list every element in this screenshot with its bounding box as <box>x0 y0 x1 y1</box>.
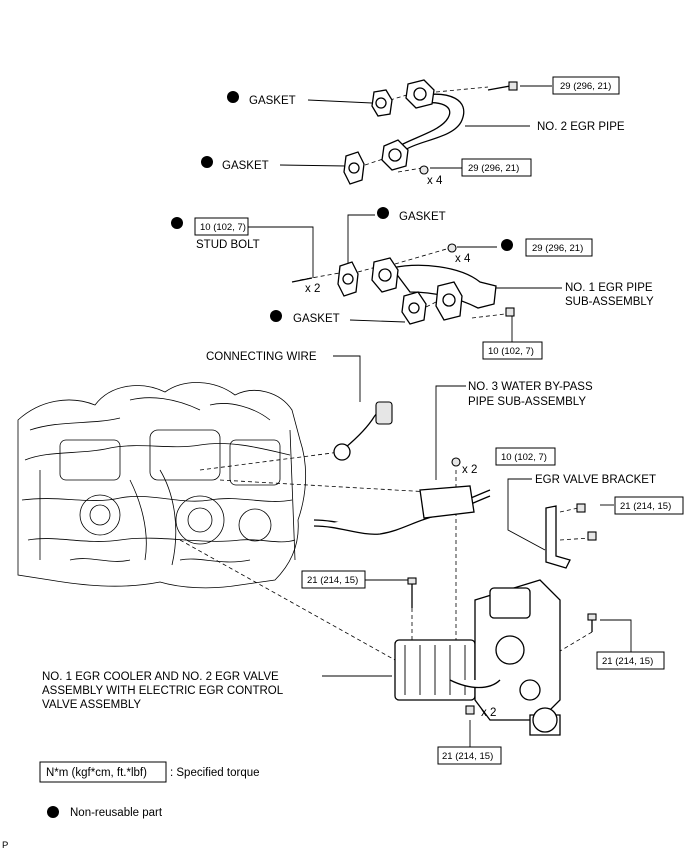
torque-boxes: 29 (296, 21) 29 (296, 21) 10 (102, 7) 29… <box>194 76 684 765</box>
nonreusable-dot <box>377 207 389 219</box>
label-gasket-3: GASKET <box>399 211 446 223</box>
torque-value: 21 (214, 15) <box>602 656 653 667</box>
legend-torque-box <box>39 761 167 783</box>
label-no1-egr-pipe-1: NO. 1 EGR PIPE <box>565 282 653 294</box>
nonreusable-dot <box>227 91 239 103</box>
part-labels: GASKET NO. 2 EGR PIPE GASKET STUD BOLT G… <box>42 95 656 711</box>
label-egr-valve-bracket: EGR VALVE BRACKET <box>535 474 656 486</box>
torque-value: 10 (102, 7) <box>501 452 547 463</box>
qty-label: x 2 <box>481 707 496 719</box>
egr-cooler-assembly-part <box>394 579 561 736</box>
torque-value: 21 (214, 15) <box>442 751 493 762</box>
qty-label: x 2 <box>462 464 477 476</box>
legend: N*m (kgf*cm, ft.*lbf) : Specified torque… <box>39 761 260 819</box>
torque-value: 10 (102, 7) <box>488 346 534 357</box>
nonreusable-dot <box>270 310 282 322</box>
torque-value: 29 (296, 21) <box>532 243 583 254</box>
label-no3-water-2: PIPE SUB-ASSEMBLY <box>468 396 586 408</box>
legend-torque-units: N*m (kgf*cm, ft.*lbf) <box>46 767 147 779</box>
egr-valve-bracket-part <box>545 505 571 569</box>
label-gasket-1: GASKET <box>249 95 296 107</box>
leader-lines <box>179 85 632 748</box>
engine-illustration <box>17 382 307 589</box>
qty-label: x 2 <box>305 283 320 295</box>
legend-nonreusable-desc: Non-reusable part <box>70 807 163 819</box>
label-no1-egr-pipe-2: SUB-ASSEMBLY <box>565 296 654 308</box>
label-stud-bolt: STUD BOLT <box>196 239 260 251</box>
torque-value: 29 (296, 21) <box>468 163 519 174</box>
label-cooler-2: ASSEMBLY WITH ELECTRIC EGR CONTROL <box>42 685 284 697</box>
label-no3-water-1: NO. 3 WATER BY-PASS <box>468 381 593 393</box>
qty-label: x 4 <box>455 253 471 265</box>
parts <box>291 79 597 736</box>
qty-label: x 4 <box>427 175 443 187</box>
quantity-labels: x 4 x 2 x 4 x 2 x 2 <box>305 175 496 719</box>
nonreusable-markers <box>171 91 513 322</box>
label-cooler-3: VALVE ASSEMBLY <box>42 699 141 711</box>
nonreusable-dot <box>171 217 183 229</box>
torque-value: 21 (214, 15) <box>307 575 358 586</box>
nonreusable-dot <box>201 156 213 168</box>
corner-mark: P <box>2 840 8 851</box>
label-no2-egr-pipe: NO. 2 EGR PIPE <box>537 121 625 133</box>
legend-torque-desc: : Specified torque <box>170 767 260 779</box>
label-connecting-wire: CONNECTING WIRE <box>206 351 317 363</box>
torque-value: 21 (214, 15) <box>620 501 671 512</box>
label-cooler-1: NO. 1 EGR COOLER AND NO. 2 EGR VALVE <box>42 671 279 683</box>
label-gasket-4: GASKET <box>293 313 340 325</box>
legend-nonreusable-dot <box>47 806 59 818</box>
torque-value: 29 (296, 21) <box>560 81 611 92</box>
torque-value: 10 (102, 7) <box>200 222 246 233</box>
label-gasket-2: GASKET <box>222 160 269 172</box>
nonreusable-dot <box>501 239 513 251</box>
